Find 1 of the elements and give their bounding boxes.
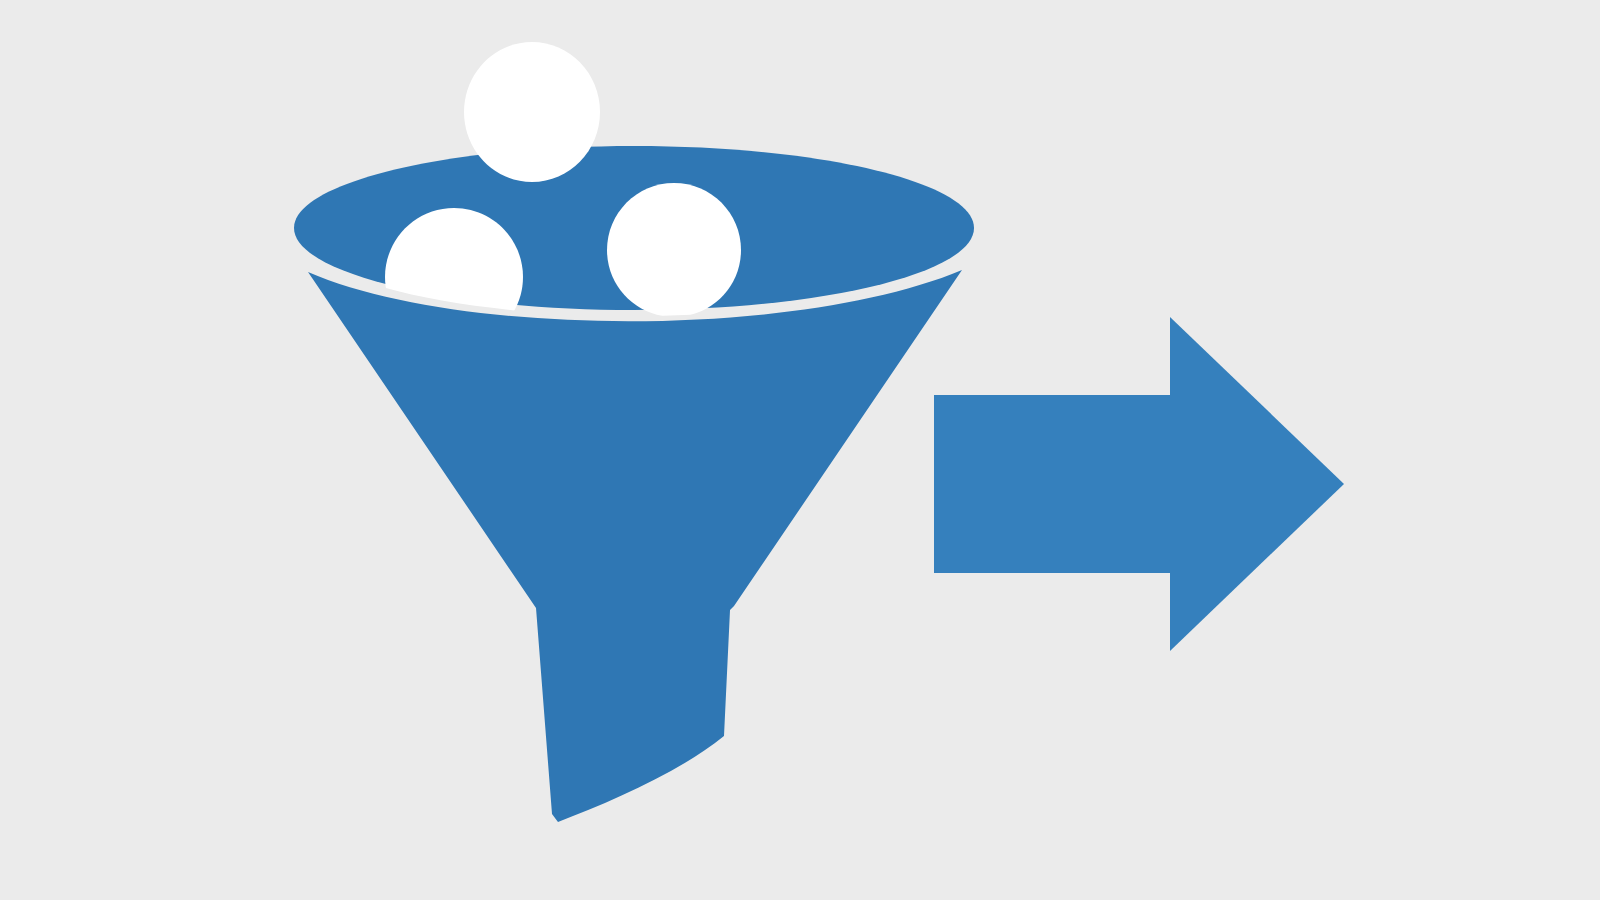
ball	[464, 42, 600, 182]
